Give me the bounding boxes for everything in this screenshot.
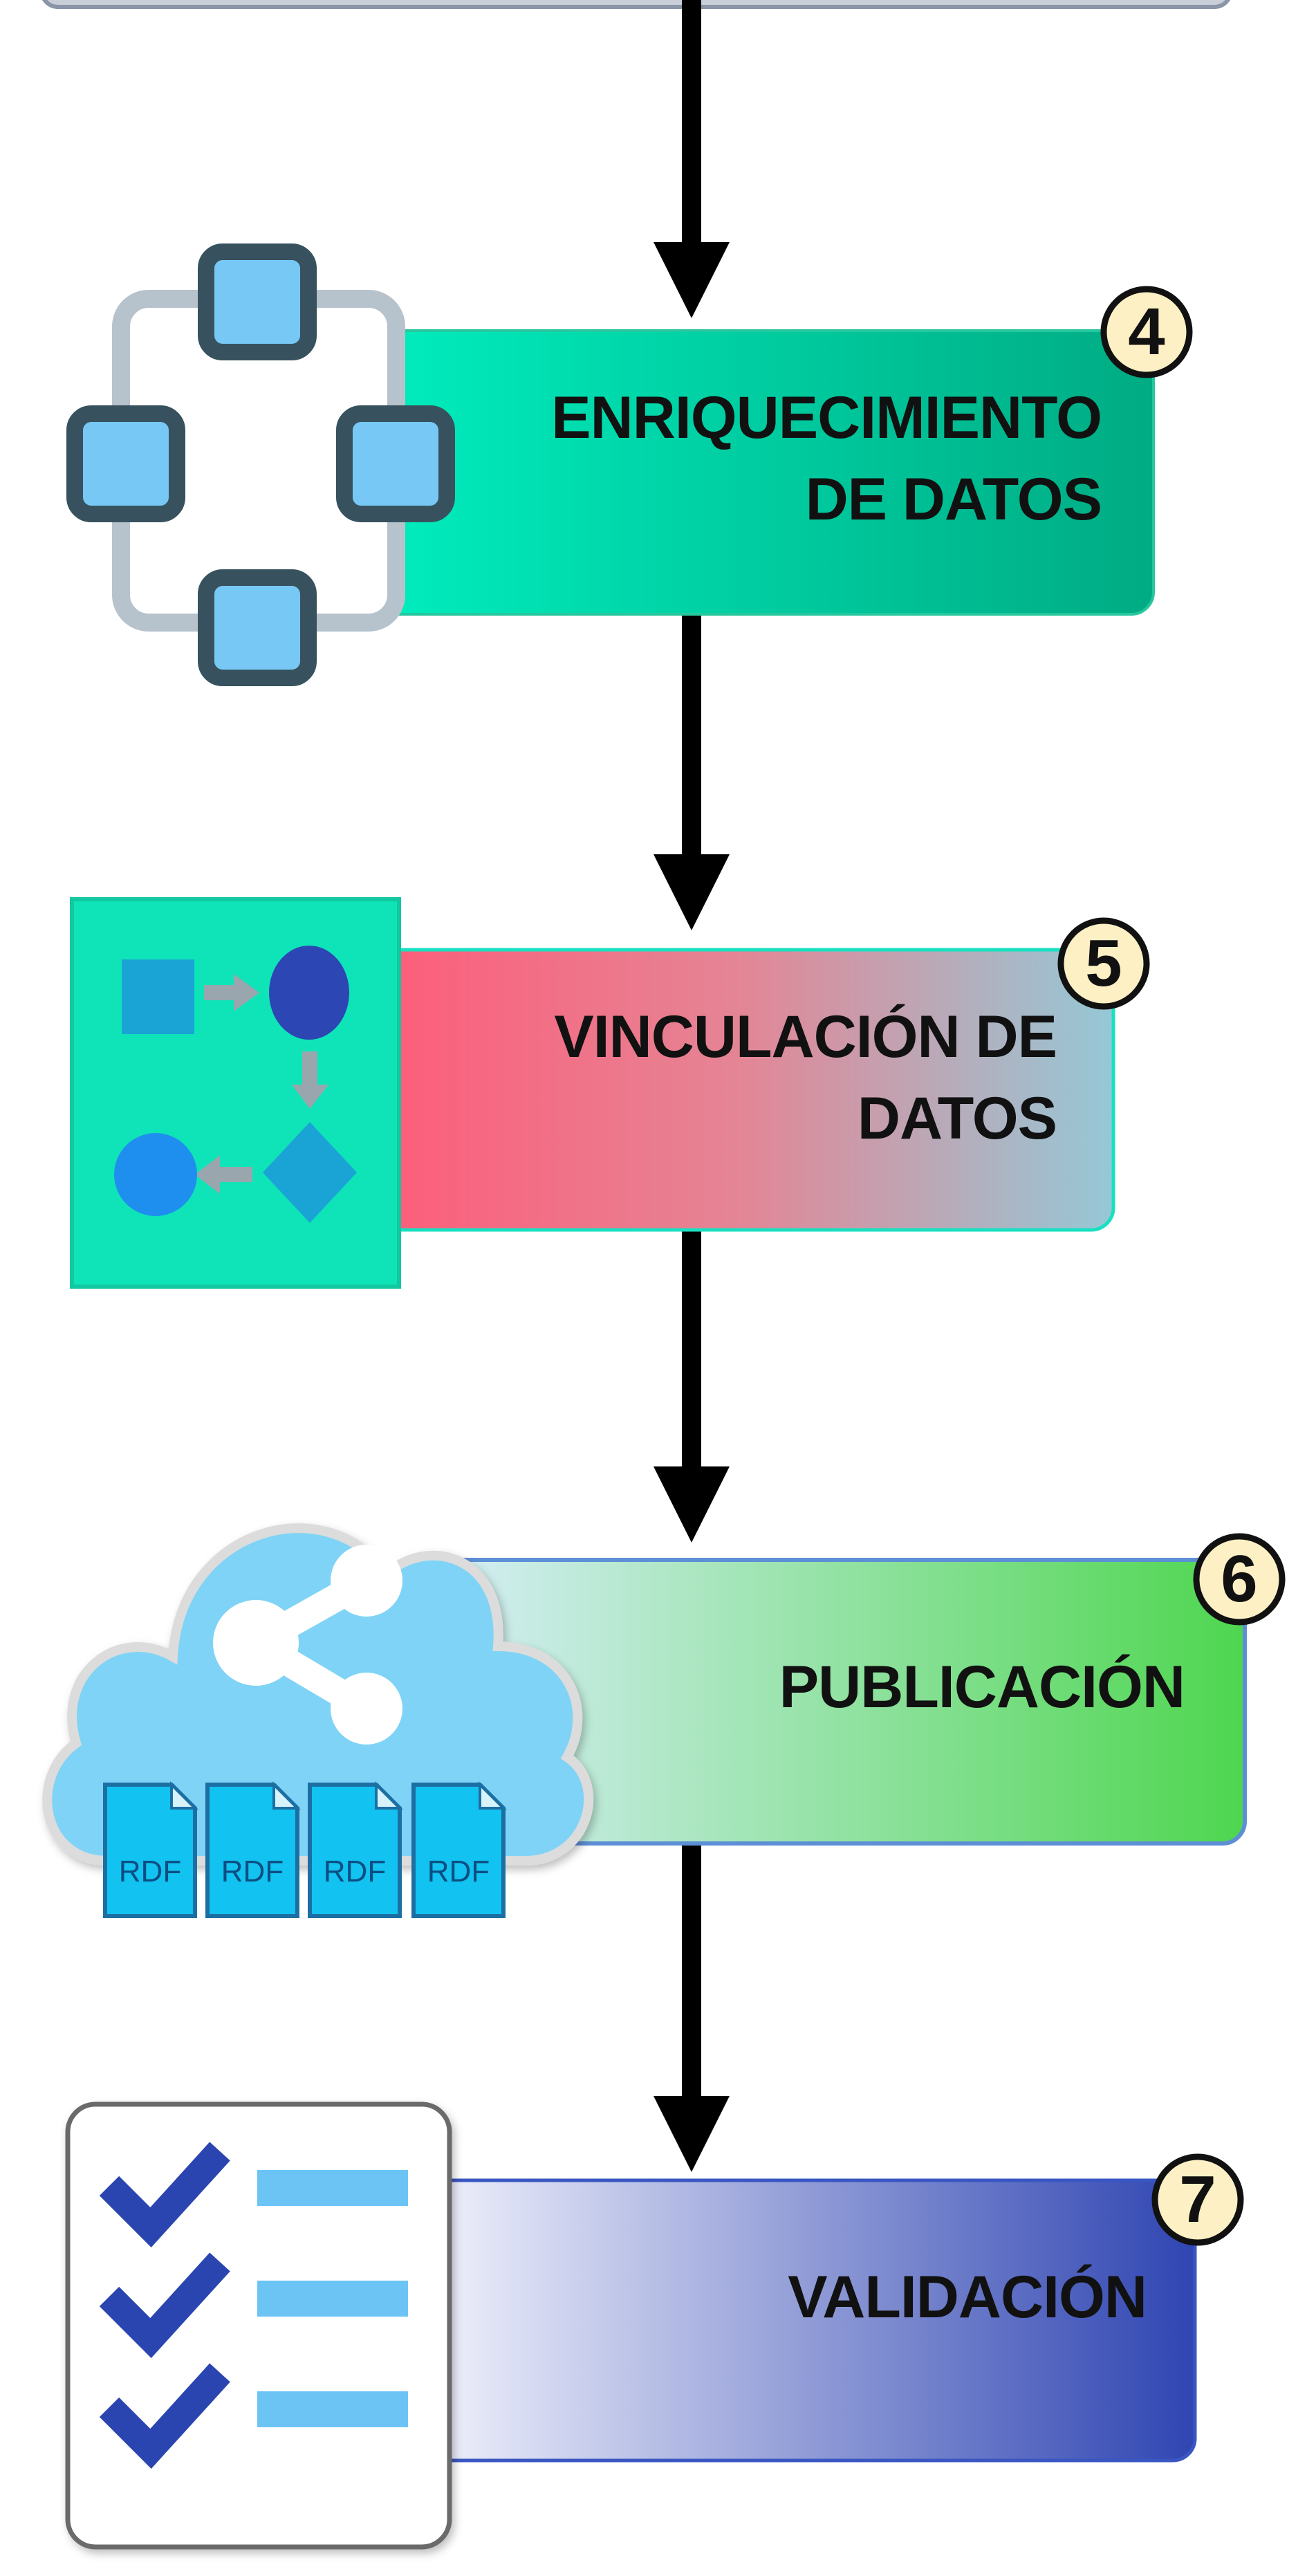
step-6: RDF RDF RDF RDF <box>42 1523 1286 1918</box>
rdf-file-icon: RDF <box>205 1781 301 1918</box>
arrow-to-step-7 <box>654 1840 730 2172</box>
step-5-title-line-1: VINCULACIÓN DE <box>554 1004 1057 1070</box>
checklist-icon <box>65 2101 452 2550</box>
step-6-title: PUBLICACIÓN <box>424 1646 1185 1728</box>
step-4-title-line-1: ENRIQUECIMIENTO <box>551 385 1102 451</box>
step-5-title: VINCULACIÓN DE DATOS <box>296 996 1057 1159</box>
step-7 <box>65 2101 1244 2550</box>
step-7-title-line-1: VALIDACIÓN <box>788 2264 1147 2330</box>
cloud-share-icon <box>42 1523 594 1866</box>
step-6-badge <box>1193 1533 1286 1626</box>
arrow-to-step-5 <box>654 616 730 930</box>
step-6-number: 6 <box>1221 1542 1258 1616</box>
rdf-file-icon: RDF <box>308 1781 403 1918</box>
step-7-title: VALIDACIÓN <box>386 2256 1147 2338</box>
step-7-number: 7 <box>1179 2162 1216 2236</box>
arrow-to-step-4 <box>654 0 730 318</box>
rdf-files: RDF RDF RDF RDF <box>103 1781 507 1918</box>
rdf-file-icon: RDF <box>411 1781 507 1918</box>
network-nodes-icon <box>66 243 455 686</box>
previous-step-box <box>41 0 1231 9</box>
step-4-title-line-2: DE DATOS <box>805 466 1102 533</box>
rdf-label-3: RDF <box>324 1855 386 1888</box>
step-4 <box>66 243 1193 686</box>
arrow-to-step-6 <box>654 1228 730 1543</box>
arrows <box>654 0 730 2172</box>
step-5 <box>70 897 1150 1289</box>
step-5-badge <box>1057 917 1150 1010</box>
rdf-label-4: RDF <box>427 1855 490 1888</box>
rdf-file-icon: RDF <box>103 1781 198 1918</box>
step-7-badge <box>1151 2153 1244 2246</box>
rdf-label-1: RDF <box>119 1855 181 1888</box>
step-5-number: 5 <box>1085 926 1122 1000</box>
step-4-title: ENRIQUECIMIENTO DE DATOS <box>341 377 1102 540</box>
rdf-label-2: RDF <box>221 1855 284 1888</box>
step-5-title-line-2: DATOS <box>857 1085 1057 1152</box>
step-4-badge <box>1100 286 1193 378</box>
step-6-title-line-1: PUBLICACIÓN <box>779 1654 1185 1720</box>
data-linking-icon <box>70 897 401 1289</box>
step-4-number: 4 <box>1128 295 1165 369</box>
